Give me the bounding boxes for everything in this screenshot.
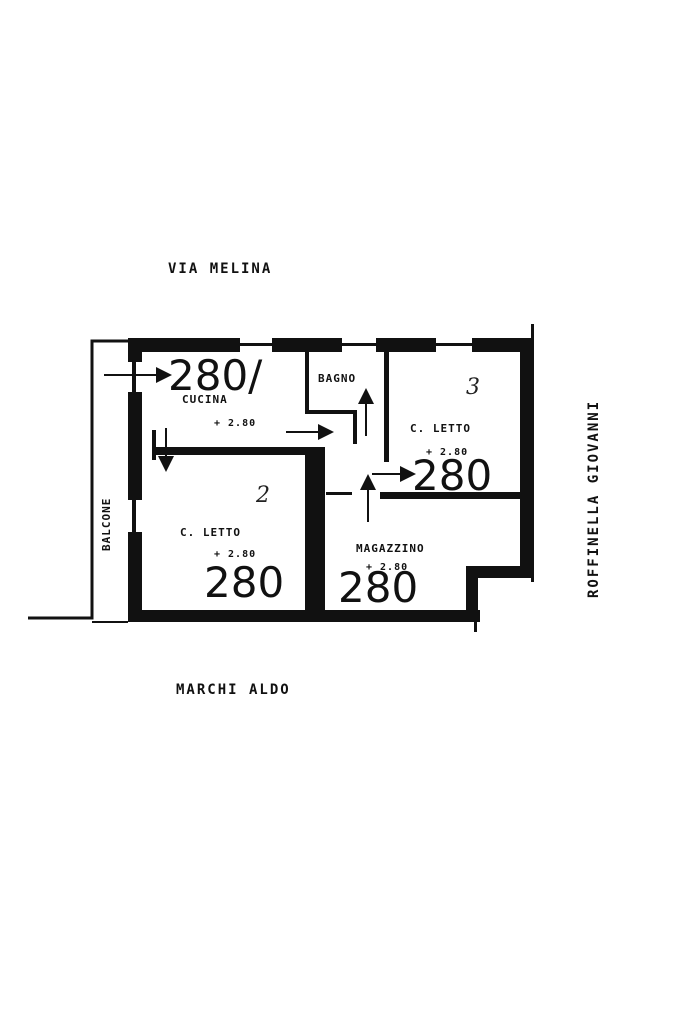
bedroom-west-elevation: + 2.80 [214, 549, 256, 560]
bath-name: BAGNO [318, 372, 356, 385]
bedroom-east-elevation: + 2.80 [426, 447, 468, 458]
kitchen-elevation: + 2.80 [214, 418, 256, 429]
bedroom-west-name: C. LETTO [180, 526, 241, 539]
bedroom-east-name: C. LETTO [410, 422, 471, 435]
kitchen-name: CUCINA [182, 393, 228, 406]
room-bedroom-east: 3 C. LETTO + 2.80 280 [410, 375, 492, 500]
exterior-walls [128, 324, 534, 632]
street-label-east: ROFFINELLA GIOVANNI [586, 400, 602, 598]
interior-walls [152, 350, 524, 613]
street-label-north: VIA MELINA [168, 261, 272, 277]
bedroom-west-height-mark: 280 [204, 558, 284, 607]
access-arrows [104, 367, 416, 522]
storage-height-mark: 280 [338, 563, 418, 612]
room-bath: BAGNO [318, 372, 356, 385]
balcony: BALCONE [28, 339, 128, 623]
room-kitchen: 280/ CUCINA + 2.80 [168, 351, 263, 429]
balcony-label: BALCONE [100, 498, 113, 551]
street-label-south: MARCHI ALDO [176, 682, 291, 698]
bedroom-east-number: 3 [466, 375, 480, 400]
storage-name: MAGAZZINO [356, 542, 425, 555]
storage-elevation: + 2.80 [366, 562, 408, 573]
room-bedroom-west: 2 C. LETTO + 2.80 280 [180, 483, 284, 607]
bedroom-west-number: 2 [255, 483, 270, 508]
room-storage: MAGAZZINO + 2.80 280 [338, 542, 425, 612]
kitchen-height-mark: 280/ [168, 351, 263, 400]
bedroom-east-height-mark: 280 [412, 451, 492, 500]
